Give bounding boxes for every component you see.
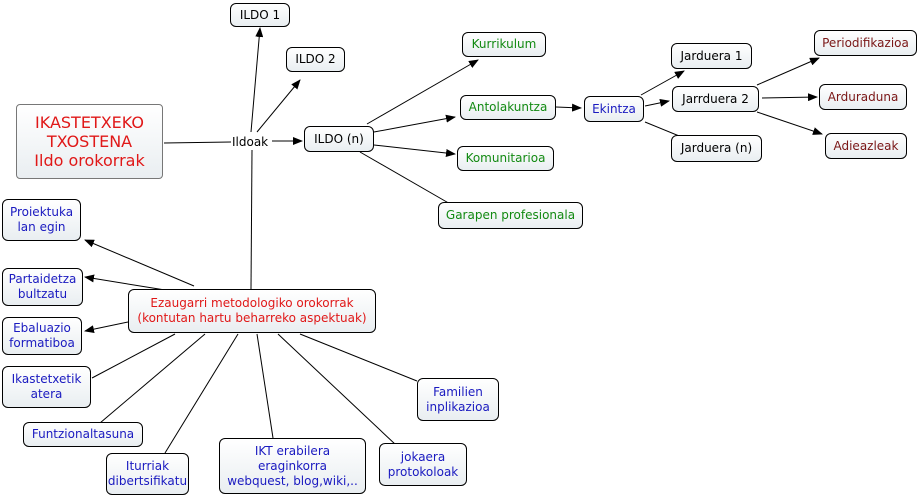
connector-ildon-komunitarioa xyxy=(373,144,456,157)
connector-main-ildoak xyxy=(163,141,232,144)
node-arduraduna[interactable]: Arduraduna xyxy=(819,84,907,110)
connector-ezaugarri-funtzionaltasuna xyxy=(99,333,206,424)
ildoak-label: Ildoak xyxy=(231,135,270,149)
node-ildo-n[interactable]: ILDO (n) xyxy=(304,126,374,152)
node-proiektuka-lan-egin[interactable]: Proiektuka lan egin xyxy=(2,199,81,241)
node-ekintza[interactable]: Ekintza xyxy=(584,96,644,122)
node-komunitarioa[interactable]: Komunitarioa xyxy=(457,146,554,171)
connector-ezaugarri-familien xyxy=(299,333,418,382)
connector-jarduera2-periodifikazioa xyxy=(756,57,820,86)
connector-ildon-antolakuntza xyxy=(373,114,456,133)
connector-ezaugarri-ikt xyxy=(256,333,274,439)
connector-ildon-garapen xyxy=(359,151,453,206)
node-jarduera-n[interactable]: Jarduera (n) xyxy=(671,135,762,162)
connector-ezaugarri-partaidetza xyxy=(84,274,166,291)
connector-jarduera2-arduraduna xyxy=(761,93,818,102)
connector-ezaugarri-jokaera xyxy=(277,333,397,446)
node-familien-inplikazioa[interactable]: Familien inplikazioa xyxy=(417,378,499,421)
connector-ekintza-jarduera1 xyxy=(640,70,685,96)
node-jarduera-1[interactable]: Jarduera 1 xyxy=(671,43,752,69)
node-funtzionaltasuna[interactable]: Funtzionaltasuna xyxy=(23,422,143,447)
connector-ildoak-ezaugarri xyxy=(250,149,253,290)
node-ezaugarri-metodologiko[interactable]: Ezaugarri metodologiko orokorrak (kontut… xyxy=(128,289,376,333)
node-kurrikulum[interactable]: Kurrikulum xyxy=(462,32,546,57)
connector-ezaugarri-ikastetxetik xyxy=(91,333,176,379)
node-ikt-erabilera[interactable]: IKT erabilera eraginkorra webquest, blog… xyxy=(219,438,366,494)
connector-ekintza-jarduera2 xyxy=(644,98,670,107)
connector-ezaugarri-iturriak xyxy=(164,333,239,454)
node-periodifikazioa[interactable]: Periodifikazioa xyxy=(814,30,917,56)
connector-antolakuntza-ekintza xyxy=(555,103,582,112)
connector-jarduera2-adieazleak xyxy=(756,111,823,135)
node-partaidetza-bultzatu[interactable]: Partaidetza bultzatu xyxy=(2,268,83,306)
node-iturriak-dibertsifikatu[interactable]: Iturriak dibertsifikatu xyxy=(106,453,189,495)
node-ildo-1[interactable]: ILDO 1 xyxy=(230,3,290,27)
node-ebaluazio-formatiboa[interactable]: Ebaluazio formatiboa xyxy=(2,317,82,355)
connector-ildon-kurrikulum xyxy=(366,59,479,125)
connector-ezaugarri-proiektuka xyxy=(84,239,195,287)
node-ildo-2[interactable]: ILDO 2 xyxy=(286,47,345,72)
node-ikastetxetik-atera[interactable]: Ikastetxetik atera xyxy=(2,366,91,408)
node-antolakuntza[interactable]: Antolakuntza xyxy=(460,95,556,120)
node-adieazleak[interactable]: Adieazleak xyxy=(825,133,907,159)
connector-ildoak-ildo1 xyxy=(250,27,264,133)
node-garapen-profesionala[interactable]: Garapen profesionala xyxy=(438,202,583,229)
connector-ildoak-ildo2 xyxy=(256,79,301,133)
main-title-box[interactable]: IKASTETXEKO TXOSTENA Ildo orokorrak xyxy=(16,104,163,179)
node-jokaera-protokoloak[interactable]: jokaera protokoloak xyxy=(379,443,467,486)
connector-ezaugarri-ebaluazio xyxy=(84,321,129,334)
node-jarduera-2[interactable]: Jarrduera 2 xyxy=(672,86,759,112)
